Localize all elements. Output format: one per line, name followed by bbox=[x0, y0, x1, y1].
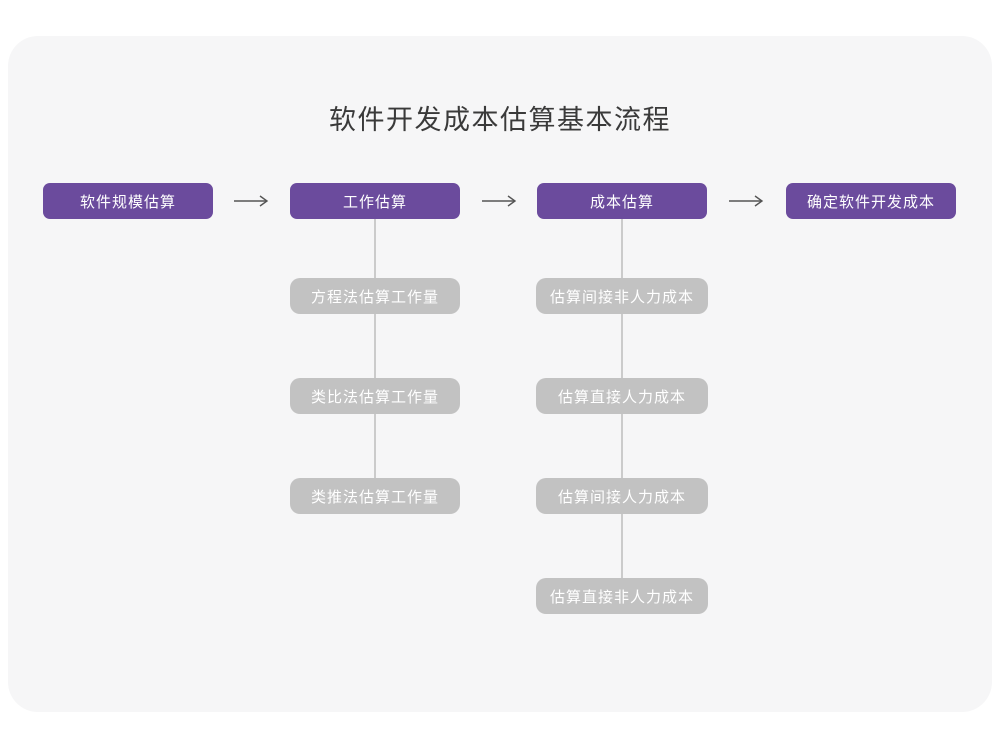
method-node-label: 类推法估算工作量 bbox=[310, 488, 439, 506]
method-node-extrapolation: 类推法估算工作量 bbox=[290, 478, 460, 514]
cost-item-label: 估算直接人力成本 bbox=[557, 388, 686, 406]
stage-node-label: 成本估算 bbox=[589, 193, 654, 211]
flow-arrow-icon bbox=[482, 195, 517, 207]
cost-item-node-direct-labor: 估算直接人力成本 bbox=[536, 378, 708, 414]
flow-arrow-icon bbox=[234, 195, 269, 207]
cost-item-label: 估算间接人力成本 bbox=[557, 488, 686, 506]
diagram-title: 软件开发成本估算基本流程 bbox=[329, 105, 671, 135]
method-node-equation: 方程法估算工作量 bbox=[290, 278, 460, 314]
cost-item-label: 估算间接非人力成本 bbox=[549, 288, 694, 306]
method-node-label: 方程法估算工作量 bbox=[310, 288, 439, 306]
cost-item-node-direct-nonlabor: 估算直接非人力成本 bbox=[536, 578, 708, 614]
stage-node-label: 软件规模估算 bbox=[79, 193, 176, 211]
stage-node-cost-estimation: 成本估算 bbox=[537, 183, 707, 219]
diagram-card bbox=[8, 36, 992, 712]
method-node-analogy: 类比法估算工作量 bbox=[290, 378, 460, 414]
cost-item-node-indirect-labor: 估算间接人力成本 bbox=[536, 478, 708, 514]
flow-arrow-icon bbox=[729, 195, 764, 207]
connector-line-work bbox=[374, 218, 376, 498]
stage-node-scale-estimation: 软件规模估算 bbox=[43, 183, 213, 219]
method-node-label: 类比法估算工作量 bbox=[310, 388, 439, 406]
stage-node-label: 工作估算 bbox=[342, 193, 407, 211]
stage-node-label: 确定软件开发成本 bbox=[806, 193, 935, 211]
cost-item-node-indirect-nonlabor: 估算间接非人力成本 bbox=[536, 278, 708, 314]
stage-node-effort-estimation: 工作估算 bbox=[290, 183, 460, 219]
cost-item-label: 估算直接非人力成本 bbox=[549, 588, 694, 606]
stage-node-final-cost: 确定软件开发成本 bbox=[786, 183, 956, 219]
